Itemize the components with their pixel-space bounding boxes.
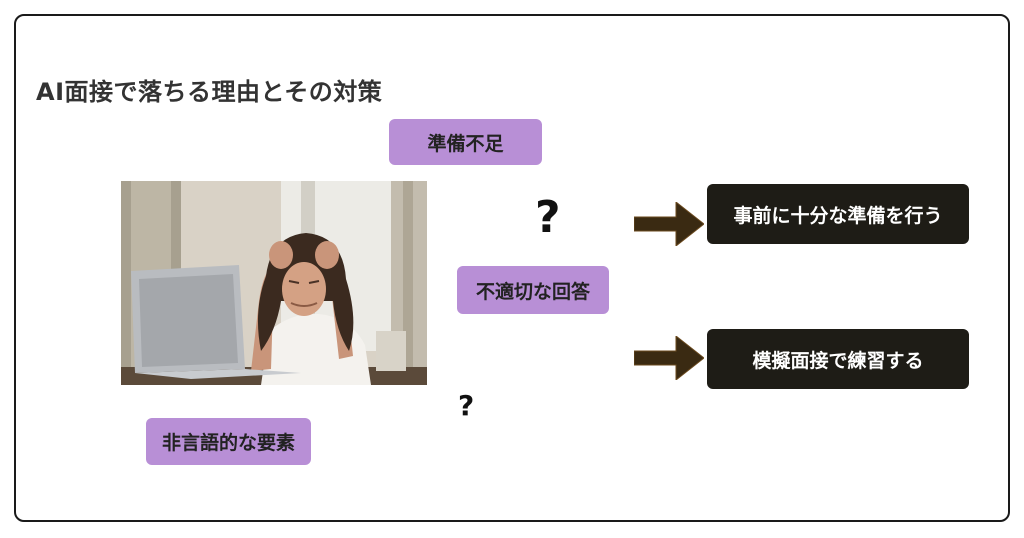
right-arrow-icon xyxy=(634,202,704,246)
cause-box-answer: 不適切な回答 xyxy=(457,266,609,314)
solution-box-prepare: 事前に十分な準備を行う xyxy=(707,184,969,244)
cause-box-preparation: 準備不足 xyxy=(389,119,542,165)
stressed-woman-photo xyxy=(121,181,427,385)
right-arrow-icon xyxy=(634,336,704,380)
question-mark-large: ? xyxy=(535,192,561,243)
cause-box-nonverbal: 非言語的な要素 xyxy=(146,418,311,465)
question-mark-small: ? xyxy=(458,389,475,422)
solution-box-mock-interview: 模擬面接で練習する xyxy=(707,329,969,389)
photo-illustration xyxy=(121,181,427,385)
slide-title: AI面接で落ちる理由とその対策 xyxy=(36,78,383,106)
